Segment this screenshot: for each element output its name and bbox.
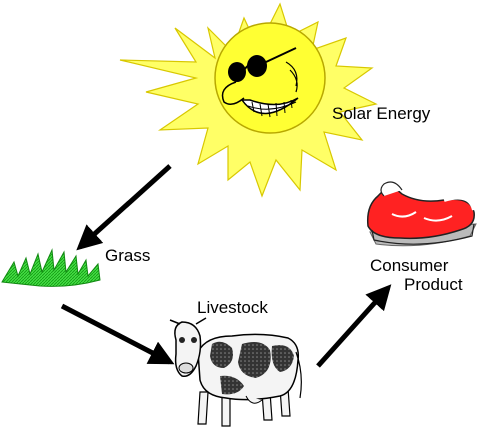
label-solar-energy: Solar Energy bbox=[332, 104, 431, 123]
label-consumer-line2: Product bbox=[404, 275, 463, 294]
arrow-grass-to-livestock bbox=[60, 303, 175, 365]
sun-grin bbox=[240, 97, 299, 115]
label-consumer-line1: Consumer bbox=[370, 256, 449, 275]
grass-icon bbox=[1, 248, 101, 287]
sun-face bbox=[214, 22, 326, 134]
sunglasses-left-lens bbox=[228, 62, 246, 82]
sun-nose bbox=[221, 81, 245, 105]
label-livestock: Livestock bbox=[197, 298, 268, 317]
label-grass: Grass bbox=[105, 246, 151, 265]
cow-icon bbox=[169, 317, 302, 427]
arrow-sun-to-grass bbox=[76, 164, 172, 251]
steak-icon bbox=[366, 181, 477, 247]
label-consumer-product: Consumer Product bbox=[370, 256, 480, 294]
cow-head bbox=[174, 321, 202, 378]
arrow-livestock-to-consumer bbox=[316, 284, 392, 368]
sunglasses-right-lens bbox=[247, 55, 267, 77]
sun-icon bbox=[119, 2, 378, 198]
